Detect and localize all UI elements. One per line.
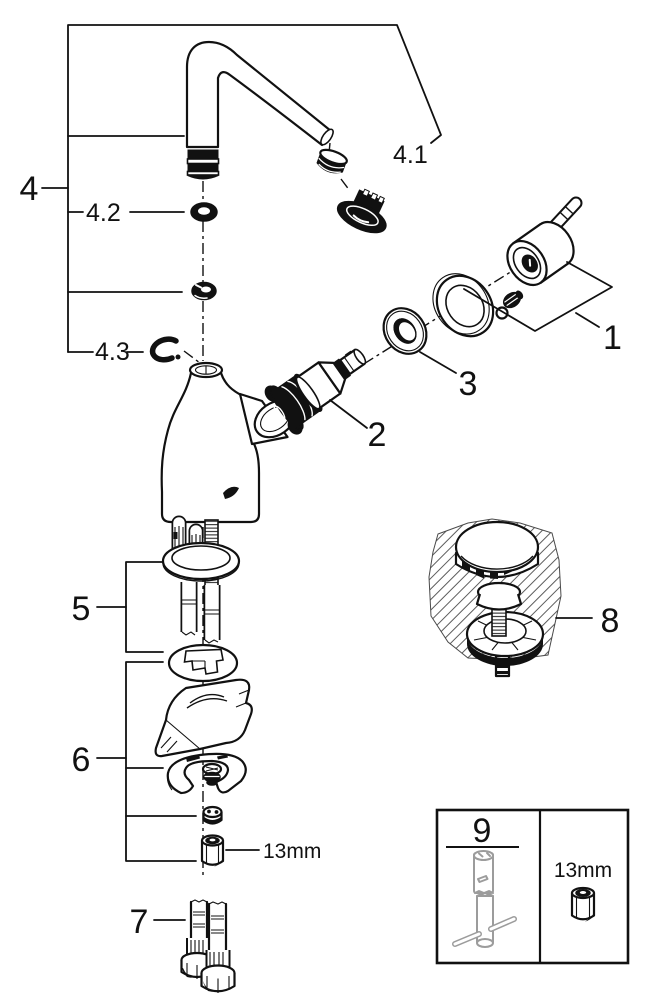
label-part-4-2: 4.2 [86, 199, 121, 227]
spacer-cap [202, 805, 223, 825]
fixing-wedge [154, 678, 253, 758]
label-kit-nut-size: 13mm [554, 859, 612, 882]
supply-hoses-upper [180, 582, 221, 644]
label-nut-size: 13mm [263, 840, 321, 863]
waste-plug-cap [454, 520, 540, 579]
label-part-8: 8 [601, 602, 620, 640]
spout-o-ring [190, 202, 218, 222]
label-part-3: 3 [459, 365, 478, 403]
label-part-4-1: 4.1 [393, 141, 428, 169]
body-logo-mark [223, 486, 239, 499]
mounting-nut [200, 834, 225, 867]
horseshoe-washer [166, 752, 247, 795]
label-part-5: 5 [72, 590, 91, 628]
kit-nut [570, 886, 596, 922]
leader-part-1-tick [575, 312, 600, 328]
cartridge [264, 348, 367, 435]
aerator-mousseur [316, 148, 348, 174]
label-part-7: 7 [130, 903, 149, 941]
clamp-ring [167, 643, 239, 683]
popup-waste-assembly [428, 518, 562, 678]
spout [185, 40, 334, 180]
callout-bracket-4 [41, 24, 442, 353]
leader-part-2 [329, 399, 368, 429]
spout-thread [186, 149, 220, 180]
mousseur-key-tool [336, 188, 387, 234]
label-part-9: 9 [473, 812, 492, 850]
leader-lines-1-2-3 [329, 261, 613, 429]
callout-labels: 4 4.1 4.2 4.3 1 2 3 5 6 7 8 9 13mm 13mm [20, 141, 622, 941]
leader-part-1 [463, 261, 613, 332]
base-gasket-flange [161, 541, 241, 582]
callout-bracket-5 [96, 561, 164, 653]
neck-seal [191, 281, 217, 301]
mounting-stack [161, 515, 241, 644]
label-part-1: 1 [603, 319, 622, 357]
supply-hoses [180, 899, 236, 993]
waste-cone [475, 581, 523, 611]
handle-screw [502, 290, 524, 309]
retaining-clip [149, 336, 181, 363]
cartridge-ring-nut [382, 307, 428, 355]
label-part-4: 4 [20, 170, 39, 208]
hose-left [180, 899, 214, 979]
socket-tool [452, 850, 517, 948]
label-part-4-3: 4.3 [95, 338, 130, 366]
leader-part-3 [419, 351, 457, 374]
label-part-6: 6 [72, 741, 91, 779]
callout-bracket-6 [96, 661, 197, 862]
hose-right [200, 901, 236, 993]
label-part-2: 2 [368, 416, 387, 454]
handle [506, 196, 583, 287]
service-kit-box [435, 808, 630, 965]
